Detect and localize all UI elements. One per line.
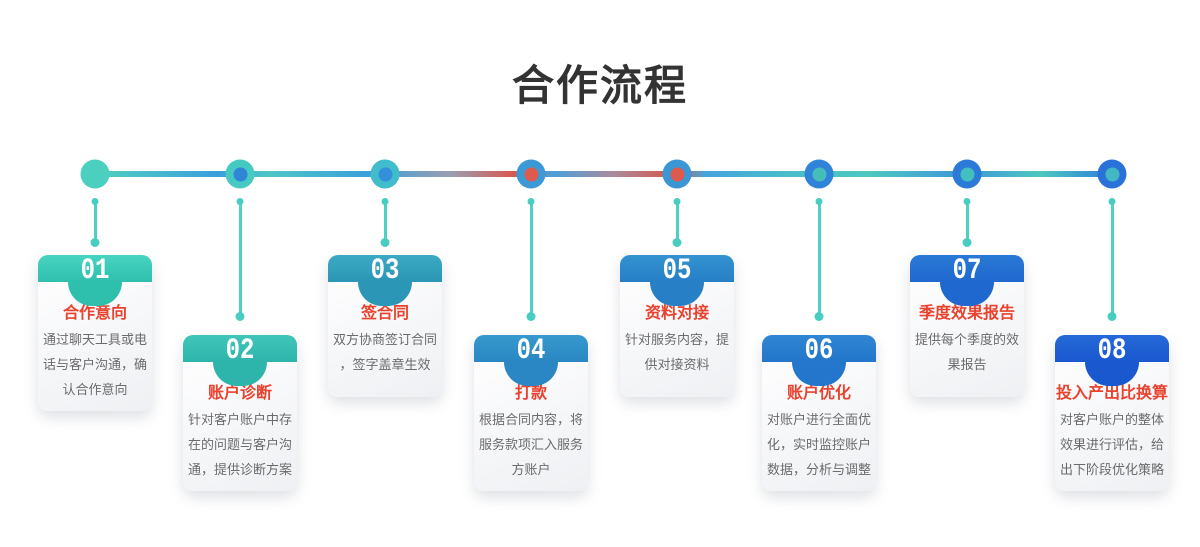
timeline-line	[95, 171, 1112, 177]
process-step: 07 季度效果报告 提供每个季度的效果报告	[910, 0, 1024, 547]
connector-line	[675, 202, 679, 242]
step-card: 05 资料对接 针对服务内容，提供对接资料	[620, 255, 734, 397]
step-description: 双方协商签订合同，签字盖章生效	[332, 332, 437, 372]
step-title: 账户诊断	[207, 385, 272, 402]
step-number: 02	[225, 334, 255, 368]
step-title: 打款	[514, 385, 547, 402]
step-number: 03	[370, 254, 400, 288]
timeline-node-core	[524, 167, 538, 181]
process-step: 02 账户诊断 针对客户账户中存在的问题与客户沟通，提供诊断方案	[183, 0, 297, 547]
process-step: 06 账户优化 对账户进行全面优化，实时监控账户数据，分析与调整	[762, 0, 876, 547]
timeline-node	[516, 159, 546, 189]
connector-line	[1110, 202, 1114, 316]
card-header: 07	[910, 255, 1024, 306]
connector-line	[238, 202, 242, 316]
card-header: 04	[474, 335, 588, 386]
card-header: 03	[328, 255, 442, 306]
connector-line	[965, 202, 969, 242]
card-header: 06	[762, 335, 876, 386]
step-description: 通过聊天工具或电话与客户沟通，确认合作意向	[42, 332, 147, 397]
step-title: 资料对接	[644, 305, 709, 322]
step-card: 04 打款 根据合同内容，将服务款项汇入服务方账户	[474, 335, 588, 491]
process-step: 08 投入产出比换算 对客户账户的整体效果进行评估，给出下阶段优化策略	[1055, 0, 1169, 547]
step-card: 01 合作意向 通过聊天工具或电话与客户沟通，确认合作意向	[38, 255, 152, 411]
process-step: 04 打款 根据合同内容，将服务款项汇入服务方账户	[474, 0, 588, 547]
process-step: 05 资料对接 针对服务内容，提供对接资料	[620, 0, 734, 547]
step-description: 针对服务内容，提供对接资料	[624, 332, 729, 372]
step-number: 01	[80, 254, 110, 288]
step-card: 08 投入产出比换算 对客户账户的整体效果进行评估，给出下阶段优化策略	[1055, 335, 1169, 491]
card-header: 02	[183, 335, 297, 386]
step-description: 根据合同内容，将服务款项汇入服务方账户	[478, 412, 583, 477]
step-description: 提供每个季度的效果报告	[914, 332, 1019, 372]
timeline-node	[1097, 159, 1127, 189]
timeline-node	[225, 159, 255, 189]
timeline-node-core	[670, 167, 684, 181]
timeline-node	[804, 159, 834, 189]
step-card: 06 账户优化 对账户进行全面优化，实时监控账户数据，分析与调整	[762, 335, 876, 491]
step-title: 季度效果报告	[918, 305, 1015, 322]
step-number: 05	[662, 254, 692, 288]
step-title: 签合同	[360, 305, 409, 322]
card-header: 01	[38, 255, 152, 306]
step-card: 02 账户诊断 针对客户账户中存在的问题与客户沟通，提供诊断方案	[183, 335, 297, 491]
step-description: 针对客户账户中存在的问题与客户沟通，提供诊断方案	[187, 412, 292, 477]
step-card: 07 季度效果报告 提供每个季度的效果报告	[910, 255, 1024, 397]
timeline-node-core	[812, 167, 826, 181]
timeline-node-core	[1105, 167, 1119, 181]
timeline-node-core	[378, 167, 392, 181]
page-title: 合作流程	[511, 62, 688, 109]
step-number: 04	[516, 334, 546, 368]
connector-line	[383, 202, 387, 242]
connector-line	[93, 202, 97, 242]
step-card: 03 签合同 双方协商签订合同，签字盖章生效	[328, 255, 442, 397]
step-number: 07	[952, 254, 982, 288]
connector-line	[817, 202, 821, 316]
timeline-node	[370, 159, 400, 189]
step-title: 投入产出比换算	[1055, 385, 1168, 402]
timeline-node-core	[960, 167, 974, 181]
timeline-node-core	[233, 167, 247, 181]
card-header: 05	[620, 255, 734, 306]
timeline-node	[952, 159, 982, 189]
step-description: 对账户进行全面优化，实时监控账户数据，分析与调整	[766, 412, 871, 477]
timeline-node	[662, 159, 692, 189]
process-step: 01 合作意向 通过聊天工具或电话与客户沟通，确认合作意向	[38, 0, 152, 547]
step-title: 账户优化	[786, 385, 851, 402]
connector-line	[529, 202, 533, 316]
card-header: 08	[1055, 335, 1169, 386]
step-number: 06	[804, 334, 834, 368]
timeline-node	[80, 159, 110, 189]
step-title: 合作意向	[62, 305, 127, 322]
process-step: 03 签合同 双方协商签订合同，签字盖章生效	[328, 0, 442, 547]
step-description: 对客户账户的整体效果进行评估，给出下阶段优化策略	[1059, 412, 1164, 477]
step-number: 08	[1097, 334, 1127, 368]
